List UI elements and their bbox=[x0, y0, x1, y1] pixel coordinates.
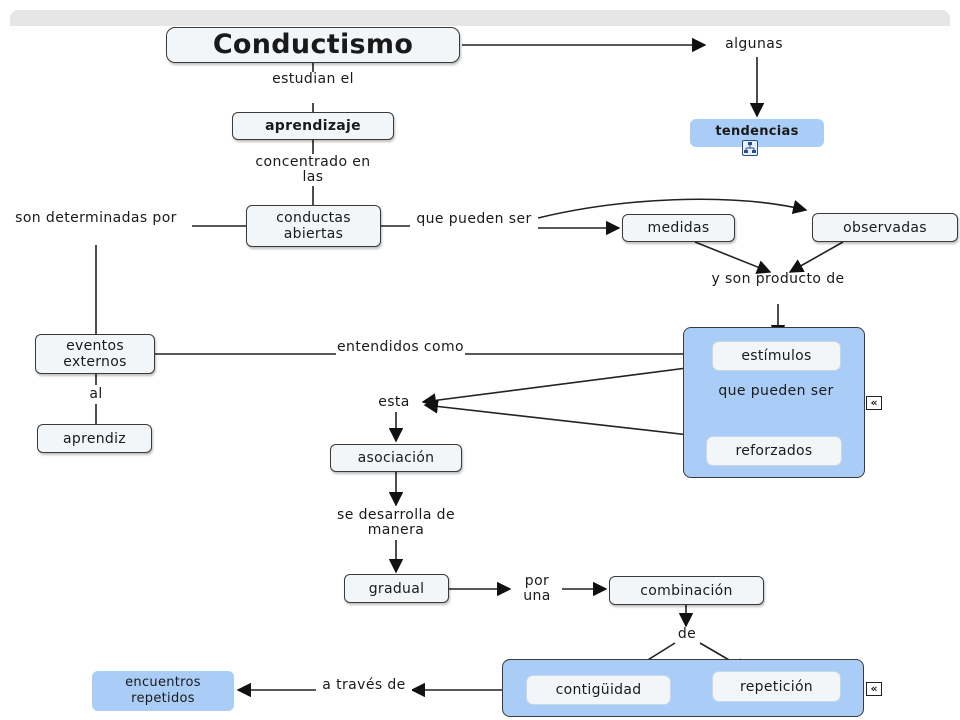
link-esta: esta bbox=[366, 395, 422, 410]
node-estimulos[interactable]: estímulos bbox=[713, 342, 840, 370]
link-algunas: algunas bbox=[708, 37, 800, 52]
node-observadas[interactable]: observadas bbox=[812, 213, 958, 242]
node-aprendizaje[interactable]: aprendizaje bbox=[232, 112, 394, 140]
node-eventos-externos[interactable]: eventos externos bbox=[35, 334, 155, 374]
node-conductismo[interactable]: Conductismo bbox=[166, 27, 460, 63]
link-por-una: por una bbox=[512, 574, 562, 604]
link-que-pueden-ser-2: que pueden ser bbox=[718, 383, 834, 399]
link-concentrado-en-las: concentrado en las bbox=[243, 155, 383, 185]
link-que-pueden-ser-1: que pueden ser bbox=[410, 212, 538, 227]
link-entendidos-como: entendidos como bbox=[336, 339, 465, 355]
node-combinacion[interactable]: combinación bbox=[609, 576, 764, 605]
node-conductas-abiertas[interactable]: conductas abiertas bbox=[246, 205, 381, 247]
link-y-son-producto-de: y son producto de bbox=[711, 271, 845, 287]
node-contiguidad[interactable]: contigüidad bbox=[527, 676, 670, 704]
link-se-desarrolla-de-manera: se desarrolla de manera bbox=[322, 508, 470, 538]
node-gradual[interactable]: gradual bbox=[344, 574, 449, 603]
double-chevron-left-icon[interactable]: « bbox=[866, 396, 882, 410]
link-son-determinadas-por: son determinadas por bbox=[0, 211, 192, 226]
node-asociacion[interactable]: asociación bbox=[330, 444, 462, 472]
link-estudian-el: estudian el bbox=[258, 72, 368, 87]
top-bar bbox=[10, 10, 950, 26]
double-chevron-left-icon[interactable]: « bbox=[866, 682, 882, 696]
link-a-traves-de: a través de bbox=[316, 678, 412, 693]
node-reforzados[interactable]: reforzados bbox=[707, 437, 841, 465]
node-medidas[interactable]: medidas bbox=[622, 214, 735, 242]
link-al: al bbox=[80, 387, 112, 402]
node-encuentros-repetidos[interactable]: encuentros repetidos bbox=[92, 671, 234, 711]
link-de: de bbox=[670, 627, 704, 642]
hierarchy-icon[interactable] bbox=[742, 140, 758, 156]
node-aprendiz[interactable]: aprendiz bbox=[37, 424, 152, 453]
node-repeticion[interactable]: repetición bbox=[713, 672, 840, 701]
